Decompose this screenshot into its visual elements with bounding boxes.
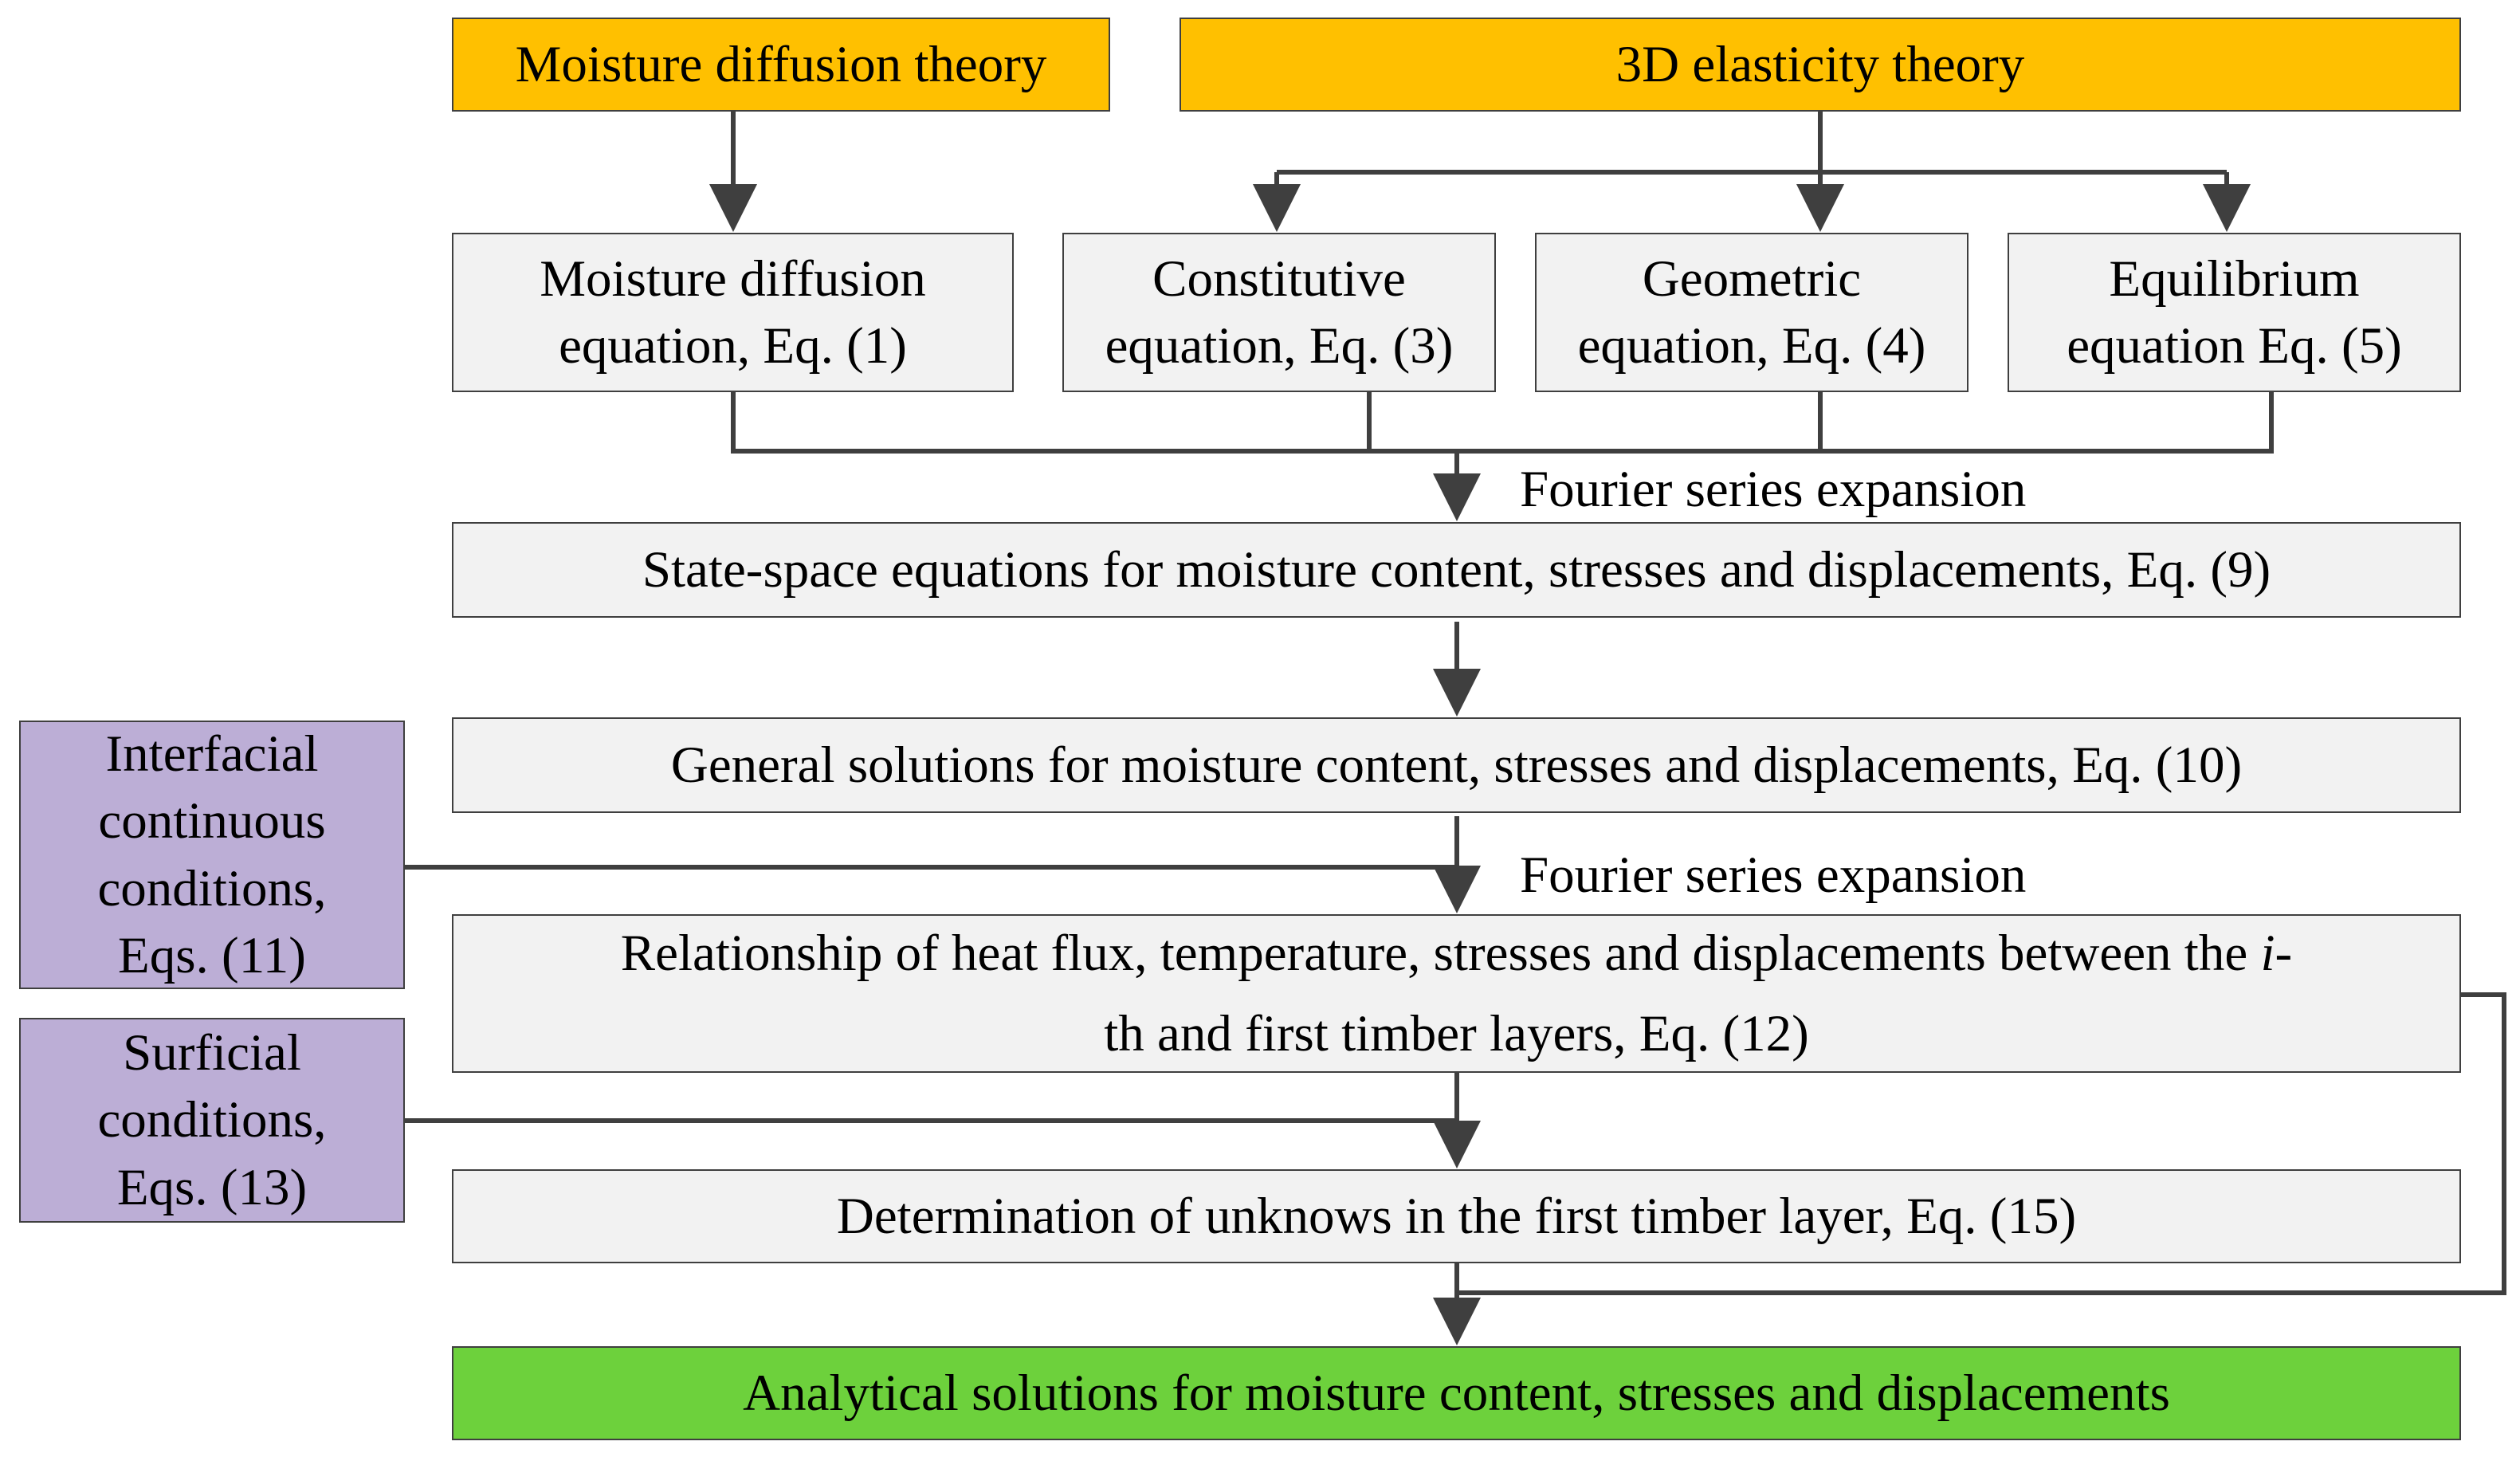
moisture-diffusion-theory-label: Moisture diffusion theory: [515, 35, 1047, 93]
surficial-conditions-line-2: conditions,: [97, 1091, 327, 1149]
geometric-equation-line-1: Geometric: [1642, 249, 1862, 308]
geometric-equation-box: Geometric equation, Eq. (4): [1535, 233, 1969, 392]
relationship-line-1: Relationship of heat flux, temperature, …: [621, 913, 2292, 994]
general-solutions-box: General solutions for moisture content, …: [452, 717, 2461, 813]
constitutive-equation-box: Constitutive equation, Eq. (3): [1062, 233, 1496, 392]
state-space-equations-box: State-space equations for moisture conte…: [452, 522, 2461, 618]
relationship-line-1-italic: i: [2260, 924, 2275, 982]
fourier-series-label-2: Fourier series expansion: [1520, 846, 2027, 904]
surficial-conditions-box: Surficial conditions, Eqs. (13): [19, 1018, 405, 1223]
determination-box: Determination of unknows in the first ti…: [452, 1169, 2461, 1263]
interfacial-conditions-line-4: Eqs. (11): [118, 927, 306, 984]
analytical-solutions-label: Analytical solutions for moisture conten…: [743, 1364, 2170, 1422]
interfacial-conditions-line-1: Interfacial: [105, 725, 319, 783]
moisture-diffusion-equation-line-1: Moisture diffusion: [540, 249, 926, 308]
constitutive-equation-line-1: Constitutive: [1152, 249, 1406, 308]
equilibrium-equation-line-1: Equilibrium: [2109, 249, 2360, 308]
relationship-line-1-text: Relationship of heat flux, temperature, …: [620, 924, 2261, 982]
analytical-solutions-box: Analytical solutions for moisture conten…: [452, 1346, 2461, 1440]
moisture-diffusion-theory-box: Moisture diffusion theory: [452, 18, 1110, 112]
elasticity-theory-label: 3D elasticity theory: [1615, 35, 2025, 93]
relationship-line-2: th and first timber layers, Eq. (12): [1104, 1004, 1809, 1062]
geometric-equation-line-2: equation, Eq. (4): [1577, 317, 1926, 375]
surficial-conditions-line-3: Eqs. (13): [116, 1158, 308, 1216]
determination-label: Determination of unknows in the first ti…: [836, 1187, 2077, 1245]
interfacial-conditions-line-2: continuous: [98, 792, 326, 850]
surficial-conditions-line-1: Surficial: [123, 1023, 301, 1082]
equilibrium-equation-line-2: equation Eq. (5): [2067, 317, 2402, 375]
equilibrium-equation-box: Equilibrium equation Eq. (5): [2008, 233, 2461, 392]
interfacial-conditions-box: Interfacial continuous conditions, Eqs. …: [19, 721, 405, 989]
moisture-diffusion-equation-box: Moisture diffusion equation, Eq. (1): [452, 233, 1014, 392]
connector-relationship-bypass: [1457, 992, 2506, 1295]
relationship-line-1-hyphen: -: [2275, 924, 2293, 982]
elasticity-theory-box: 3D elasticity theory: [1180, 18, 2461, 112]
relationship-box: Relationship of heat flux, temperature, …: [452, 914, 2461, 1073]
constitutive-equation-line-2: equation, Eq. (3): [1105, 317, 1454, 375]
moisture-diffusion-equation-line-2: equation, Eq. (1): [559, 317, 907, 375]
connector-equations-merge: [731, 392, 2274, 454]
general-solutions-label: General solutions for moisture content, …: [670, 736, 2243, 794]
interfacial-conditions-line-3: conditions,: [97, 859, 327, 917]
state-space-equations-label: State-space equations for moisture conte…: [642, 540, 2271, 599]
fourier-series-label-1: Fourier series expansion: [1520, 461, 2027, 518]
